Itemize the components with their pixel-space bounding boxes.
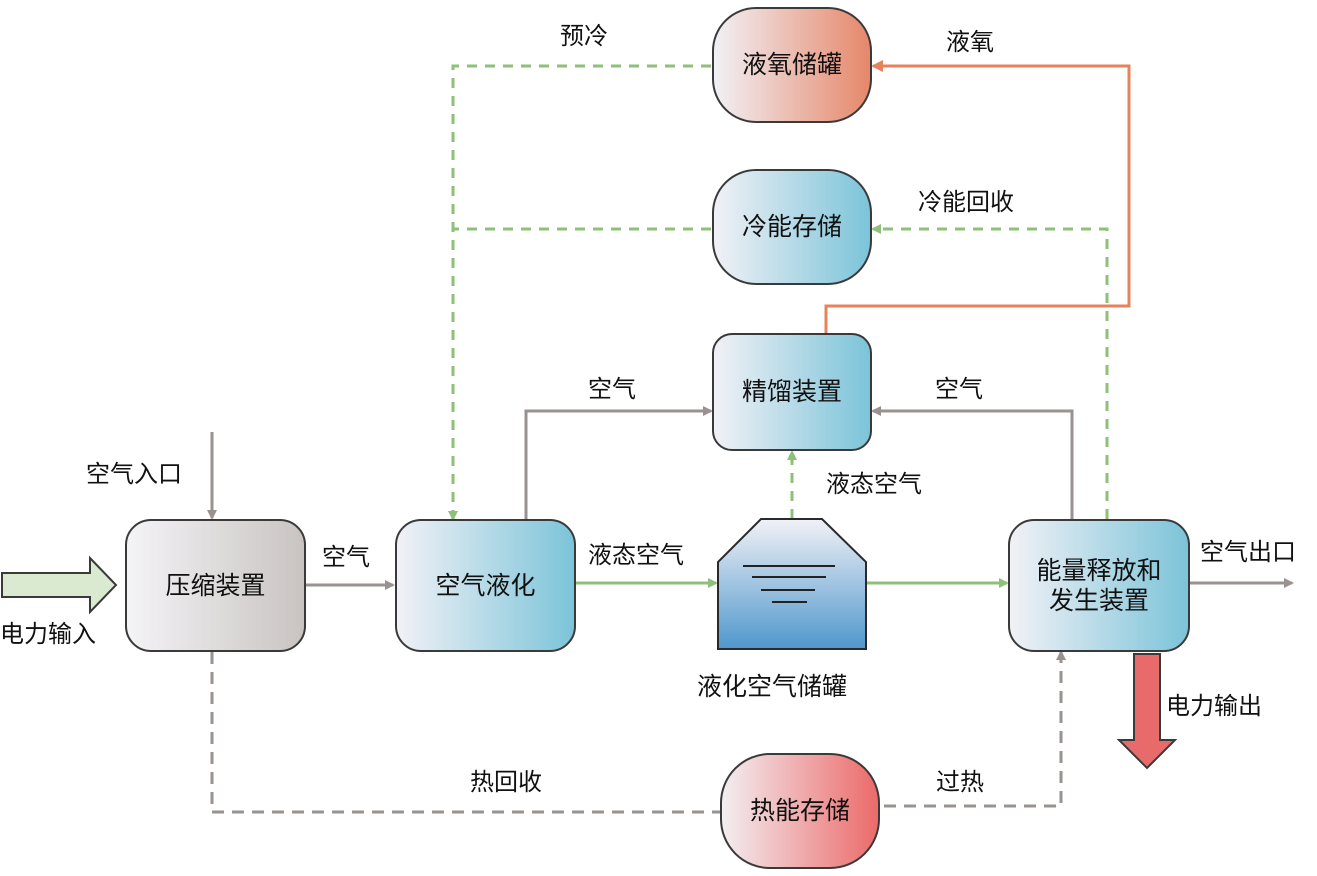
heat-recovery-label: 热回收 xyxy=(470,768,542,796)
cold-recovery-label: 冷能回收 xyxy=(918,188,1014,216)
distillation-node: 精馏装置 xyxy=(712,333,872,451)
power-output-label: 电力输出 xyxy=(1166,692,1262,720)
air-liquefaction-label: 空气液化 xyxy=(435,570,536,600)
liquid-oxygen-tank-node: 液氧储罐 xyxy=(712,7,872,123)
air-inlet-label: 空气入口 xyxy=(86,460,182,488)
liquid-oxygen-label: 液氧 xyxy=(946,28,994,56)
air-label-3: 空气 xyxy=(935,375,983,403)
superheat-label: 过热 xyxy=(936,768,984,796)
thermal-storage-node: 热能存储 xyxy=(720,753,880,869)
compressor-label: 压缩装置 xyxy=(165,570,266,600)
power-input-label: 电力输入 xyxy=(0,620,96,648)
liquid-air-tank-label: 液化空气储罐 xyxy=(697,672,848,701)
heat-recovery-line xyxy=(210,652,720,814)
compressor-node: 压缩装置 xyxy=(125,519,306,652)
liquid-air-tank-shape xyxy=(717,518,867,650)
air-label-2: 空气 xyxy=(588,375,636,403)
liquid-oxygen-tank-label: 液氧储罐 xyxy=(741,50,842,79)
liquid-oxygen-line xyxy=(824,60,1131,333)
precool-label: 预冷 xyxy=(560,22,608,50)
air-liquefaction-node: 空气液化 xyxy=(395,519,576,652)
power-output-arrow xyxy=(1116,653,1178,770)
energy-release-label-line1: 能量释放和 xyxy=(1036,555,1162,585)
thermal-storage-label: 热能存储 xyxy=(749,796,850,825)
cold-storage-node: 冷能存储 xyxy=(712,169,872,285)
air-outlet-label: 空气出口 xyxy=(1200,538,1296,566)
air-label-1: 空气 xyxy=(322,543,370,571)
cold-storage-label: 冷能存储 xyxy=(741,212,842,241)
liquid-air-label-2: 液态空气 xyxy=(826,470,922,498)
power-input-arrow xyxy=(1,555,118,615)
energy-release-label-line2: 发生装置 xyxy=(1048,585,1149,615)
cold-recovery-line xyxy=(871,224,1109,519)
liquid-air-label-1: 液态空气 xyxy=(588,541,684,569)
air-return-to-distillation-arrow xyxy=(871,406,1074,519)
precool-line xyxy=(448,64,711,521)
air-to-distillation-arrow xyxy=(524,406,713,519)
energy-release-node: 能量释放和 发生装置 xyxy=(1008,519,1190,652)
distillation-label: 精馏装置 xyxy=(741,377,842,406)
